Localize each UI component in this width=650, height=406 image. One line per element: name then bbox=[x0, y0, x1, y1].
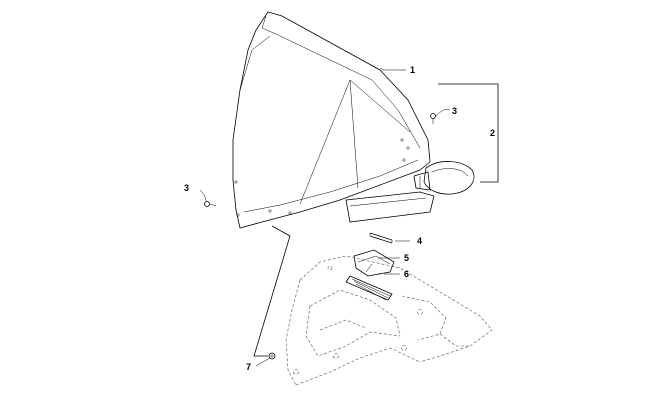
seal-strip bbox=[345, 275, 393, 301]
callout-2: 2 bbox=[490, 128, 495, 138]
mirror-assembly bbox=[413, 161, 475, 195]
callout-1: 1 bbox=[410, 65, 415, 75]
callout-4: 4 bbox=[417, 236, 422, 246]
nut bbox=[268, 352, 276, 360]
callout-5: 5 bbox=[404, 253, 409, 263]
callout-3a: 3 bbox=[452, 106, 457, 116]
part-2-bracket bbox=[438, 83, 499, 183]
screw-left bbox=[199, 189, 217, 207]
hood-body-reference bbox=[285, 255, 493, 386]
leader-lines bbox=[255, 67, 406, 367]
screw-upper bbox=[430, 109, 451, 124]
windshield bbox=[232, 11, 431, 229]
rivet-pin bbox=[369, 232, 410, 244]
callout-6: 6 bbox=[404, 269, 409, 279]
callout-7: 7 bbox=[246, 362, 251, 372]
part-7-bracket bbox=[253, 225, 291, 357]
mounting-clip bbox=[353, 249, 395, 277]
callout-3b: 3 bbox=[184, 183, 189, 193]
mirror-bracket-panel bbox=[345, 191, 435, 223]
